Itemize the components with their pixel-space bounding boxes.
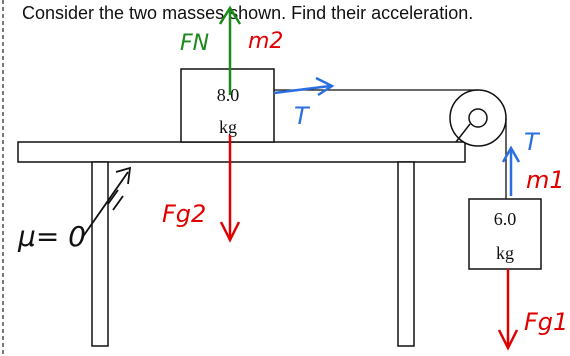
- tension-arrowhead-horizontal: [315, 76, 335, 97]
- weight-label-m2: Fg2: [162, 200, 206, 228]
- tension-label-top: T: [294, 102, 311, 130]
- m2-label: m2: [248, 29, 283, 54]
- pulley-bracket: [455, 123, 471, 143]
- block-6kg-mass: 6.0: [494, 209, 517, 229]
- tension-arrow-horizontal: [273, 84, 331, 95]
- pulley-axle: [468, 108, 488, 128]
- block-6kg-unit: kg: [496, 243, 514, 263]
- block-8kg-mass: 8.0: [217, 85, 240, 105]
- friction-pointer-mark: [107, 189, 124, 211]
- block-8kg-unit: kg: [219, 117, 237, 137]
- block-6kg: [468, 198, 542, 270]
- weight-label-m1: Fg1: [524, 308, 568, 336]
- weight-arrowhead-m1: [497, 329, 519, 351]
- problem-statement: Consider the two masses shown. Find thei…: [22, 3, 474, 23]
- m1-label: m1: [526, 166, 565, 194]
- table-top: [17, 141, 466, 163]
- friction-pointer-arrow: [81, 171, 129, 239]
- table-leg-right: [397, 161, 415, 347]
- tension-label-right: T: [524, 128, 541, 156]
- friction-pointer-head: [115, 166, 132, 185]
- weight-arrowhead-m2: [219, 221, 241, 243]
- block-8kg: [180, 68, 275, 143]
- normal-force-label: FN: [180, 31, 209, 56]
- tension-arrowhead-vertical: [501, 145, 521, 163]
- table-leg-left: [91, 161, 109, 347]
- normal-force-arrowhead: [218, 5, 242, 25]
- friction-coefficient-label: μ= 0: [17, 220, 86, 253]
